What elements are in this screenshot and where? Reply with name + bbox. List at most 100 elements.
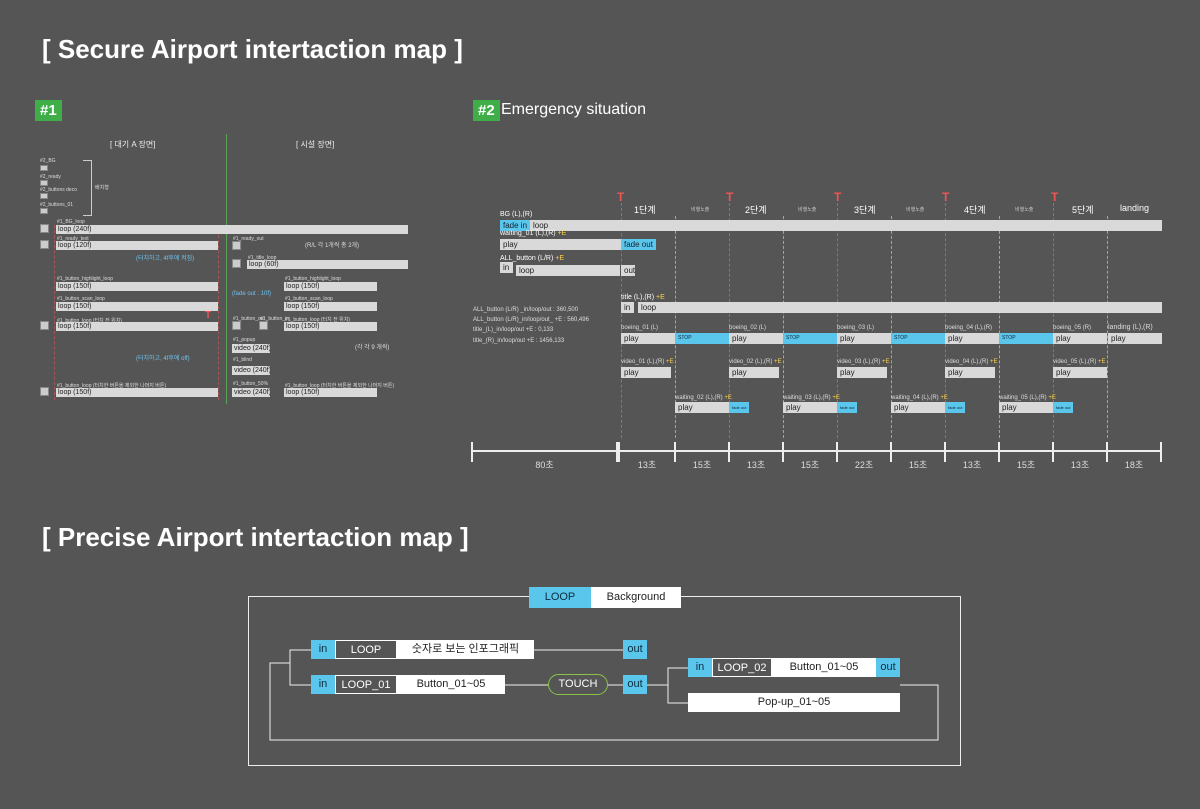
- note-rl-each: (R/L 각 1개씩 총 2개): [305, 243, 360, 249]
- touch-pill: TOUCH: [548, 674, 608, 695]
- video-play: play: [837, 367, 887, 378]
- note-touch2: (터치하고, 4f후에 off): [136, 356, 190, 362]
- all-button-loop: loop: [516, 265, 620, 276]
- title-loop: loop: [638, 302, 1162, 313]
- blind-bar: video (240f): [232, 366, 270, 375]
- stage-marker: T: [942, 190, 950, 204]
- stage-sub-label: 비행노출: [798, 207, 817, 213]
- waiting01-label: waiting_01 (L),(R) +E: [500, 230, 567, 237]
- duration-label: 15초: [1016, 460, 1036, 470]
- blind-label: #1_blind: [233, 357, 252, 363]
- section1-header-right: [ 시설 장면]: [296, 140, 335, 149]
- button-in-label: #1_button_in: [260, 316, 289, 322]
- right-out-box: out: [876, 658, 900, 677]
- boeing-play: play: [1053, 333, 1107, 344]
- info-line: ALL_button (L/R) _in/loop/out : 360,500: [473, 307, 579, 313]
- boeing-play: play: [945, 333, 999, 344]
- stage-label: landing: [1120, 203, 1150, 213]
- popup-label: #1_popup: [233, 337, 256, 343]
- row-label: #1_title_loop: [248, 255, 277, 261]
- row-label: #1_button_loop (터치 전 위치): [285, 317, 350, 323]
- info-line: title_(L)_in/loop/out +E : 0,133: [473, 327, 554, 333]
- stage-sub-label: 비행노출: [691, 207, 710, 213]
- right-highlight-loop-bar: loop (150f): [284, 282, 377, 291]
- stage-line: [945, 203, 946, 438]
- timeline-tick: [1160, 442, 1162, 462]
- timeline-tick: [1052, 442, 1054, 462]
- waiting-fade-out: fade out: [1053, 402, 1073, 413]
- waiting01-play: play: [500, 239, 621, 250]
- bg-fade-in: fade in: [500, 220, 530, 231]
- all-button-in: in: [500, 262, 513, 273]
- waiting-label: waiting_05 (L),(R) +E: [999, 395, 1056, 401]
- waiting-fade-out: fade out: [837, 402, 857, 413]
- section1-red-line-left: [54, 225, 55, 400]
- precise-map-title: [ Precise Airport intertaction map ]: [42, 522, 469, 552]
- video-label: video_03 (L),(R) +E: [837, 359, 890, 365]
- stage-line: [891, 216, 892, 438]
- row-label: #1_button_loop (터치한 버튼을 제외한 나머지 버튼): [57, 383, 167, 389]
- stage-label: 2단계: [745, 205, 767, 215]
- video-play: play: [1053, 367, 1107, 378]
- video-play: play: [729, 367, 779, 378]
- scan-loop-bar: loop (150f): [56, 302, 218, 311]
- title-row-label: title (L),(R) +E: [621, 294, 665, 301]
- section2-badge: #2: [473, 100, 500, 121]
- timeline-tick: [782, 442, 784, 462]
- timeline-axis: [471, 450, 1162, 452]
- waiting-label: waiting_03 (L),(R) +E: [783, 395, 840, 401]
- top-background-box: Background: [591, 587, 681, 608]
- boeing-stop: STOP: [783, 333, 837, 344]
- layer-icon: [40, 240, 49, 249]
- button50-label: #1_button_50%: [233, 381, 269, 387]
- row-label: #1_button_highlight_loop: [57, 276, 113, 282]
- timeline-tick: [836, 442, 838, 462]
- duration-label: 15초: [692, 460, 712, 470]
- layer-icon: [40, 165, 48, 171]
- ready-loop-bar: loop (120f): [56, 241, 218, 250]
- info-line: ALL_button (L/R)_in/loop/out_ +E : 560,4…: [473, 317, 589, 323]
- duration-label: 13초: [637, 460, 657, 470]
- waiting-play: play: [675, 402, 729, 413]
- stage-label: 5단계: [1072, 205, 1094, 215]
- info-line: title_(R)_in/loop/out +E : 1456,133: [473, 338, 565, 344]
- boeing-stop: STOP: [891, 333, 945, 344]
- duration-label: 13초: [962, 460, 982, 470]
- duration-label: 15초: [908, 460, 928, 470]
- popup-box: Pop-up_01~05: [688, 693, 900, 712]
- group-item: #2_buttons_01: [40, 202, 74, 208]
- section1-header-left: [ 대기 A 장면]: [110, 140, 156, 149]
- bg-loop: loop: [530, 220, 1162, 231]
- video-label: video_04 (L),(R) +E: [945, 359, 998, 365]
- group-item: #2_buttons deco: [40, 187, 77, 193]
- waiting-label: waiting_04 (L),(R) +E: [891, 395, 948, 401]
- layer-icon: [232, 259, 241, 268]
- boeing-stop: STOP: [999, 333, 1053, 344]
- waiting-fade-out: fade out: [945, 402, 965, 413]
- bg-label: BG (L),(R): [500, 211, 533, 218]
- timeline-tick: [674, 442, 676, 462]
- boeing-label: boeing_02 (L): [729, 325, 767, 331]
- stage-sub-label: 비행노출: [1015, 207, 1034, 213]
- duration-label: 15초: [800, 460, 820, 470]
- group-item: #2_ready: [40, 174, 61, 180]
- stage-marker: T: [1051, 190, 1059, 204]
- boeing-play: play: [837, 333, 891, 344]
- video-play: play: [621, 367, 671, 378]
- stage-label: 1단계: [634, 205, 656, 215]
- video-play: play: [945, 367, 995, 378]
- button-rest-loop-bar: loop (150f): [56, 388, 218, 397]
- timeline-tick: [944, 442, 946, 462]
- note-touch1: (터치하고, 4f후에 켜짐): [136, 256, 195, 262]
- stage-line: [1053, 203, 1054, 438]
- button-loop-bar: loop (150f): [56, 322, 218, 331]
- stage-line: [999, 216, 1000, 438]
- waiting-label: waiting_02 (L),(R) +E: [675, 395, 732, 401]
- stage-marker: T: [834, 190, 842, 204]
- group-note: 배치형: [95, 185, 109, 191]
- video-label: video_01 (L),(R) +E: [621, 359, 674, 365]
- secure-map-title: [ Secure Airport intertaction map ]: [42, 34, 463, 64]
- boeing-play: play: [621, 333, 675, 344]
- right-text-box: Button_01~05: [772, 658, 876, 677]
- stage-line: [783, 216, 784, 438]
